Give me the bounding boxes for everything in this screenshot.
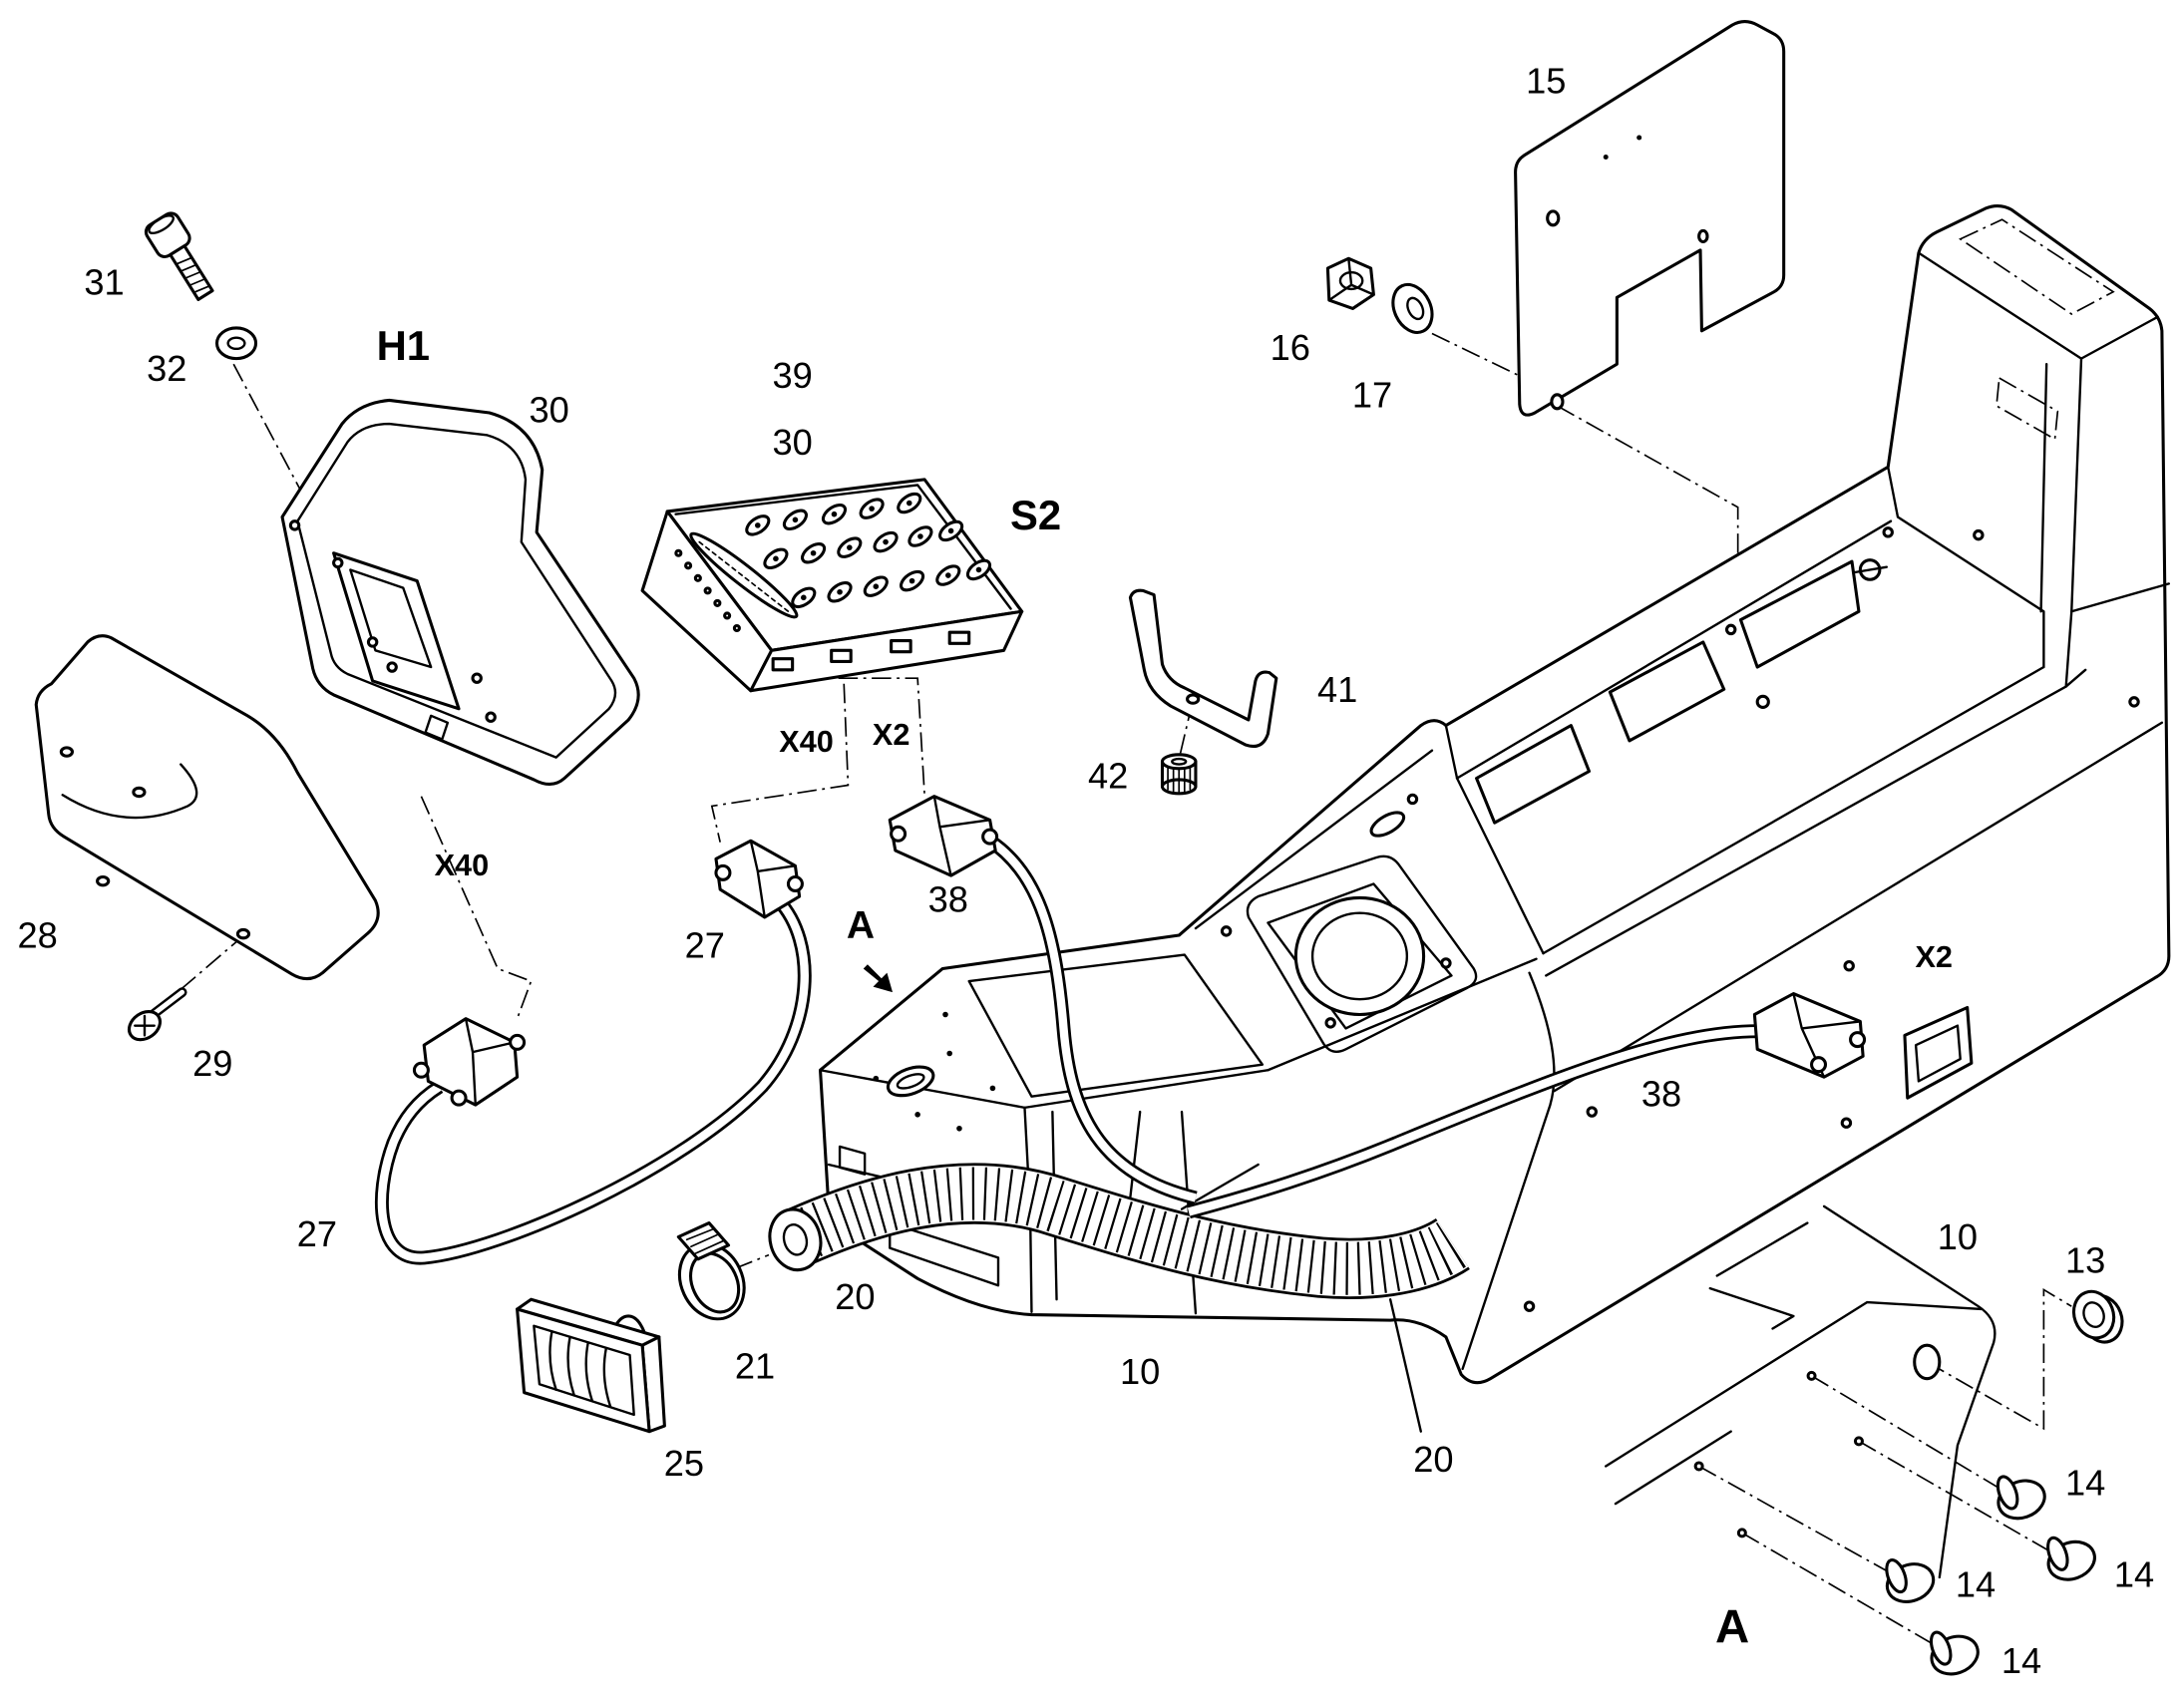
bracket-41: [1128, 588, 1278, 749]
callout-30-housing: 30: [530, 390, 569, 431]
callout-39: 39: [772, 355, 812, 396]
plug-14: [1885, 1558, 1936, 1603]
plug-14: [2046, 1536, 2096, 1581]
designator-h1: H1: [377, 322, 430, 369]
cable-27: [374, 895, 812, 1265]
callout-38-top: 38: [928, 878, 968, 919]
callout-41: 41: [1317, 669, 1357, 710]
grommet-13: [2071, 1289, 2124, 1344]
keypad-key: [965, 558, 992, 581]
display-housing-h1: [280, 398, 640, 786]
callout-25: 25: [664, 1443, 704, 1484]
designator-x2-body: X2: [1915, 940, 1953, 974]
callout-32: 32: [147, 348, 186, 389]
callout-14: 14: [2065, 1463, 2105, 1504]
callout-27-bottom: 27: [297, 1213, 337, 1254]
keypad-key: [938, 519, 964, 542]
keypad-key: [859, 498, 885, 519]
connector-x40-cable-27-top: [714, 839, 804, 919]
view-a-title: A: [1715, 1600, 1749, 1653]
keypad-s2: [640, 478, 1024, 693]
callout-10-body: 10: [1120, 1351, 1160, 1392]
knurled-nut-42: [1160, 753, 1198, 796]
grille-25: [516, 1297, 666, 1434]
callout-14: 14: [2001, 1640, 2041, 1681]
callout-38-right: 38: [1641, 1073, 1681, 1114]
console-body: [819, 204, 2171, 1385]
callout-20-right: 20: [1413, 1439, 1453, 1480]
keypad-key: [899, 569, 925, 592]
callout-14: 14: [2114, 1554, 2154, 1595]
view-labels: A A: [847, 904, 1749, 1654]
corrugated-hose: [768, 1163, 1470, 1299]
mounting-plate-15: [1514, 20, 1786, 417]
keypad-key: [908, 525, 933, 547]
callout-14: 14: [1956, 1563, 1996, 1604]
keypad-key: [863, 575, 889, 597]
screw-29: [127, 987, 187, 1042]
keypad-key: [782, 509, 809, 531]
cable-38: [985, 835, 1759, 1219]
detail-view-a: [1605, 1204, 1997, 1579]
callout-16: 16: [1271, 327, 1310, 368]
view-a-arrow-icon: [863, 964, 894, 993]
callout-31: 31: [84, 261, 124, 302]
keypad-key: [873, 530, 899, 553]
callout-21: 21: [735, 1346, 775, 1387]
bolt-31: [144, 211, 214, 301]
connector-x2-cable-38: [888, 795, 999, 877]
leader-line-20: [1388, 1298, 1422, 1433]
designator-x2-keypad: X2: [873, 718, 910, 752]
callout-28: 28: [17, 915, 57, 956]
callout-15: 15: [1526, 60, 1566, 101]
washer-32: [214, 326, 258, 361]
callout-10-detail: 10: [1938, 1216, 1978, 1257]
keypad-key: [837, 536, 863, 558]
callouts: 15 31 32 30 39 30 16 17 41 42 38 27 28 2…: [17, 60, 2154, 1681]
callout-30-keypad: 30: [772, 422, 812, 463]
view-a-marker: A: [847, 904, 875, 947]
washer-17: [1391, 282, 1434, 334]
designator-x40-keypad: X40: [779, 725, 834, 759]
connector-x40-cable-27-bottom: [412, 1017, 527, 1107]
hose-clamp-21: [676, 1221, 746, 1321]
keypad-key: [745, 514, 771, 536]
callout-17: 17: [1352, 374, 1392, 415]
callout-27-top: 27: [685, 924, 725, 965]
keypad-key: [897, 492, 922, 514]
keypad-key: [821, 503, 848, 525]
callout-20-left: 20: [835, 1276, 875, 1317]
designators: H1 S2 X40 X2 X40 X2: [377, 322, 1953, 974]
callout-13: 13: [2065, 1240, 2105, 1281]
designator-x40-housing: X40: [435, 849, 490, 882]
plug-14: [1929, 1630, 1980, 1676]
nut-16: [1325, 256, 1375, 310]
keypad-key: [791, 586, 817, 609]
callout-29: 29: [192, 1043, 232, 1084]
keypad-key: [801, 542, 827, 564]
callout-42: 42: [1088, 755, 1128, 796]
keypad-key: [935, 564, 961, 586]
keypad-key: [763, 547, 789, 570]
keypad-key: [827, 581, 853, 603]
connector-x2-right: [1752, 992, 1867, 1079]
plug-14: [1996, 1475, 2046, 1521]
designator-s2: S2: [1010, 492, 1061, 538]
cover-28: [34, 634, 380, 981]
